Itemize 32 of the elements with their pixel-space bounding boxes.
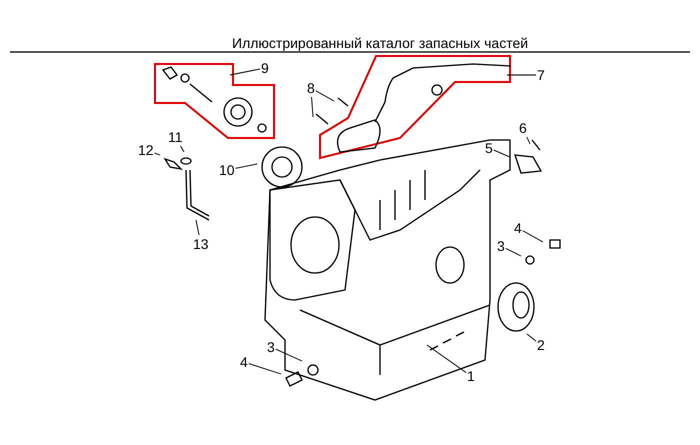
leader-line xyxy=(248,363,282,374)
callout-number: 5 xyxy=(485,140,493,156)
leader-line xyxy=(506,74,536,76)
callout-number: 2 xyxy=(537,337,545,353)
leader-line xyxy=(230,68,260,76)
leader-line xyxy=(154,152,160,156)
callout-number: 6 xyxy=(519,120,527,136)
leader-line xyxy=(315,90,334,102)
callout-number: 7 xyxy=(537,67,545,83)
callout-number: 9 xyxy=(261,60,269,76)
leader-line xyxy=(426,344,466,373)
callout-number: 8 xyxy=(307,80,315,96)
callout-number: 13 xyxy=(193,236,209,252)
leader-line xyxy=(526,334,536,342)
leader-line xyxy=(526,136,530,144)
callout-number: 10 xyxy=(219,162,235,178)
leader-line xyxy=(235,164,258,169)
callout-number: 3 xyxy=(267,339,275,355)
callout-number: 12 xyxy=(138,142,154,158)
callout-number: 1 xyxy=(467,368,475,384)
callout-number: 3 xyxy=(497,238,505,254)
leader-line xyxy=(180,146,184,152)
callout-number: 4 xyxy=(240,354,248,370)
callout-number: 4 xyxy=(514,220,522,236)
callout-number: 11 xyxy=(168,129,183,145)
leader-line xyxy=(196,220,200,236)
leader-line xyxy=(275,348,302,362)
catalog-title: Иллюстрированный каталог запасных частей xyxy=(232,35,528,51)
leader-line xyxy=(493,150,510,158)
leader-line xyxy=(311,96,314,118)
leader-line xyxy=(505,248,522,256)
leader-line xyxy=(522,230,544,242)
